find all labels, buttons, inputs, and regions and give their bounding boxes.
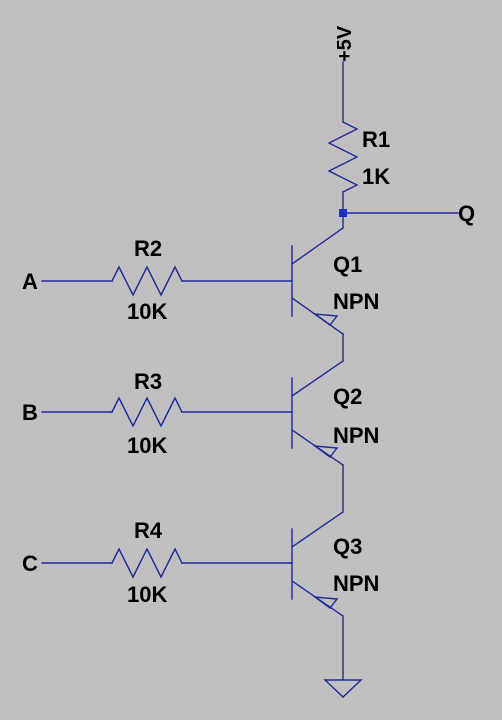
r2-value-label: 10K xyxy=(127,299,167,324)
q1-ref-label: Q1 xyxy=(333,252,362,277)
resistor-r1 xyxy=(327,121,359,193)
transistor-q2 xyxy=(291,360,344,466)
q2-type-label: NPN xyxy=(333,423,379,448)
q2-ref-label: Q2 xyxy=(333,384,362,409)
q3-ref-label: Q3 xyxy=(333,534,362,559)
r1-ref-label: R1 xyxy=(362,127,390,152)
ground-symbol xyxy=(323,679,363,698)
resistor-r4 xyxy=(111,547,183,579)
r3-ref-label: R3 xyxy=(134,369,162,394)
q3-type-label: NPN xyxy=(333,571,379,596)
input-b-label: B xyxy=(22,400,38,425)
resistor-r3 xyxy=(111,396,183,428)
r1-value-label: 1K xyxy=(362,164,390,189)
supply-label: +5V xyxy=(334,25,356,62)
transistor-q3 xyxy=(291,511,344,617)
input-a-label: A xyxy=(22,269,38,294)
input-c-label: C xyxy=(22,551,38,576)
r3-value-label: 10K xyxy=(127,433,167,458)
resistor-r2 xyxy=(111,265,183,297)
q1-type-label: NPN xyxy=(333,289,379,314)
output-label: Q xyxy=(458,201,475,226)
r2-ref-label: R2 xyxy=(134,236,162,261)
transistor-q1 xyxy=(291,227,344,335)
r4-ref-label: R4 xyxy=(134,518,163,543)
r4-value-label: 10K xyxy=(127,582,167,607)
